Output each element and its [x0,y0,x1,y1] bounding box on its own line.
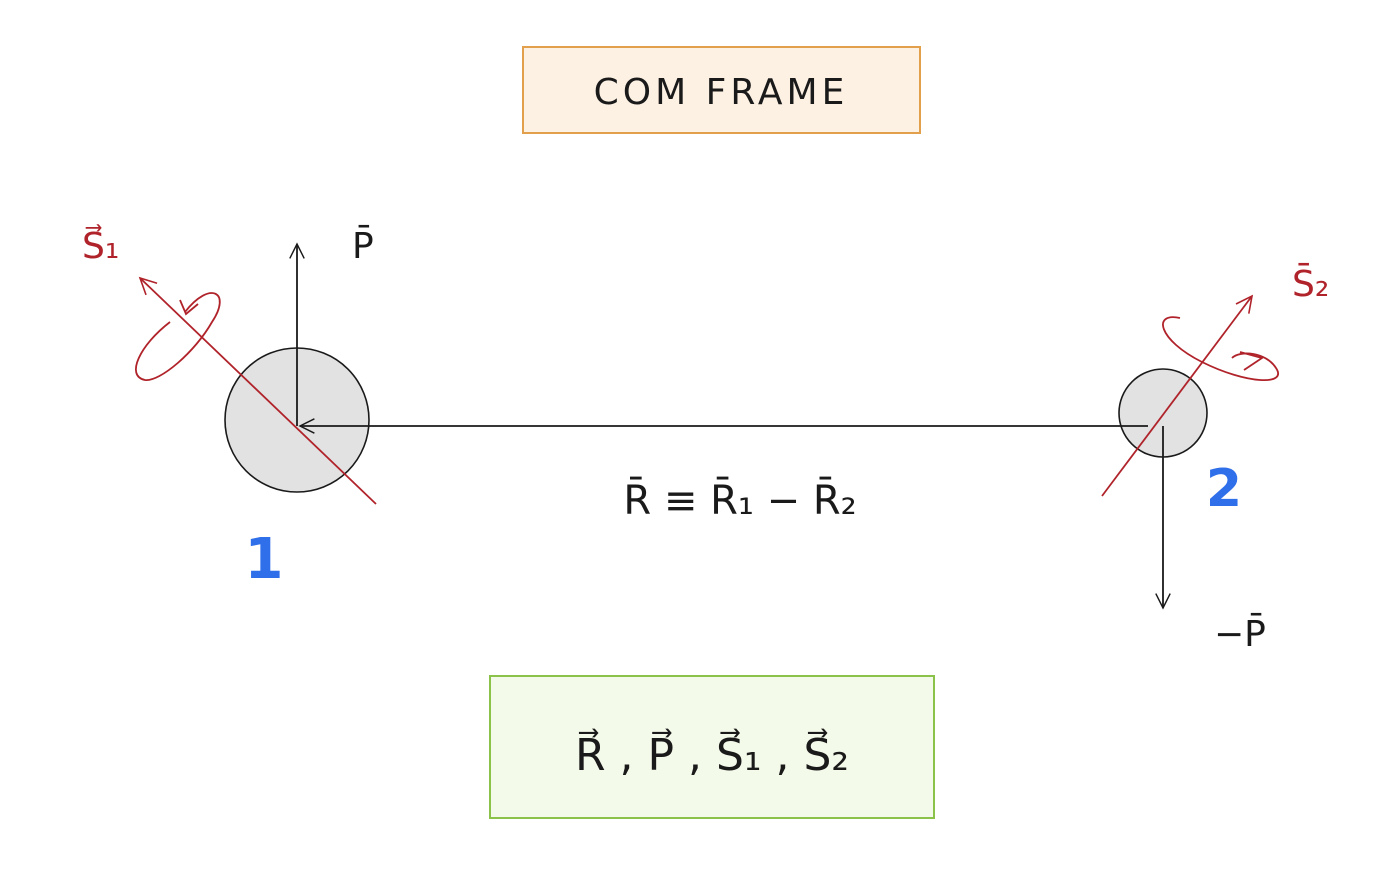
title-box: COM FRAME [522,46,921,134]
variables-text: R⃗ , P⃗ , S⃗₁ , S⃗₂ [575,728,849,781]
spin-axis-2 [1101,294,1254,497]
variables-box: R⃗ , P⃗ , S⃗₁ , S⃗₂ [489,675,935,819]
spin-label-1: S⃗₁ [82,223,119,267]
spin-axis-1 [138,276,377,505]
rotation-icon-2 [1162,316,1279,382]
spin-2 [1101,294,1279,497]
rotation-icon-1 [135,292,221,381]
momentum-label-2: −P̄ [1214,612,1266,655]
spin-1 [135,276,377,505]
spin-label-2: S̄₂ [1292,262,1329,305]
particle-1-label: 1 [245,527,284,592]
rotation-arrowhead-1 [179,299,199,316]
momentum-label-1: P̄ [352,224,374,267]
particle-2-label: 2 [1206,459,1242,519]
title-text: COM FRAME [594,72,849,113]
title-box-frame [522,46,921,134]
relation-label: R̄ ≡ R̄₁ − R̄₂ [623,476,856,524]
variables-box-frame [489,675,935,819]
rotation-arrowhead-2 [1239,351,1265,371]
